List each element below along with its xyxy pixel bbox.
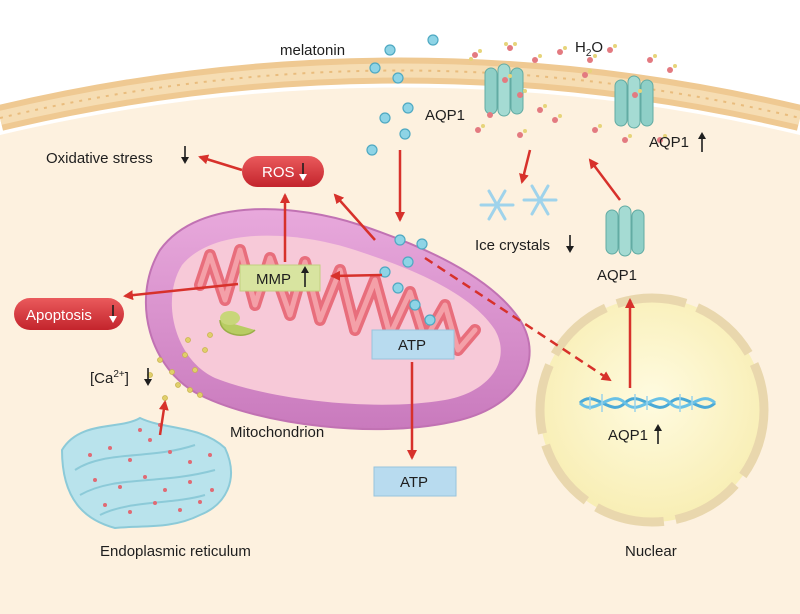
melatonin-molecules (366, 34, 439, 326)
down-arrow-icon (299, 163, 307, 181)
atp-inner-label: ATP (398, 337, 426, 354)
apoptosis-label: Apoptosis (26, 307, 92, 324)
calcium-label: [Ca2+] (90, 369, 129, 387)
mmp-label: MMP (256, 271, 291, 288)
endoplasmic-reticulum (60, 416, 232, 530)
h2o-label: H2O (575, 39, 603, 59)
aqp1-membrane-left-label: AQP1 (425, 107, 465, 124)
arrow-mmp-to-apoptosis (123, 282, 239, 301)
up-arrow-icon (698, 132, 706, 152)
atp-outer-label: ATP (400, 474, 428, 491)
nuclear-label: Nuclear (625, 543, 677, 560)
nucleus (535, 293, 769, 527)
down-arrow-icon (144, 368, 152, 386)
down-arrow-icon (566, 235, 574, 253)
mitochondrion-label: Mitochondrion (230, 424, 324, 441)
aqp1-channel-cytoplasm (605, 205, 645, 257)
aqp1-dna-label: AQP1 (608, 427, 648, 444)
arrow-to-mmp (330, 270, 383, 281)
aqp1-cytoplasm-label: AQP1 (597, 267, 637, 284)
dna-helix-icon (578, 394, 717, 412)
apoptosis-pill (14, 298, 124, 330)
arrow-dashed-to-nucleus (424, 256, 612, 382)
atp-outer-box (373, 466, 457, 497)
level-indicators (109, 132, 706, 444)
arrow-aqp1-to-membrane (588, 158, 621, 201)
ros-label: ROS (262, 164, 295, 181)
arrow-er-to-calcium (158, 400, 169, 436)
cell-membrane (0, 57, 800, 131)
arrow-to-ice-crystals (519, 149, 532, 184)
endoplasmic-reticulum-label: Endoplasmic reticulum (100, 543, 251, 560)
water-molecules (469, 42, 677, 143)
ice-crystals-icon (479, 184, 558, 221)
up-arrow-icon (301, 266, 309, 287)
arrow-to-ros (333, 193, 376, 241)
oxidative-stress-label: Oxidative stress (46, 150, 153, 167)
ice-crystals-label: Ice crystals (475, 237, 550, 254)
atp-inner-box (371, 329, 455, 360)
arrow-ros-to-oxidative-stress (198, 154, 243, 172)
down-arrow-icon (109, 305, 117, 323)
aqp1-channel-membrane-right (614, 75, 654, 129)
down-arrow-icon (181, 146, 189, 164)
melatonin-label: melatonin (280, 42, 345, 59)
up-arrow-icon (654, 424, 662, 444)
calcium-ions (147, 332, 213, 401)
aqp1-channel-membrane-left (484, 63, 524, 117)
pathway-arrows (123, 149, 635, 460)
aqp1-membrane-right-label: AQP1 (649, 134, 689, 151)
